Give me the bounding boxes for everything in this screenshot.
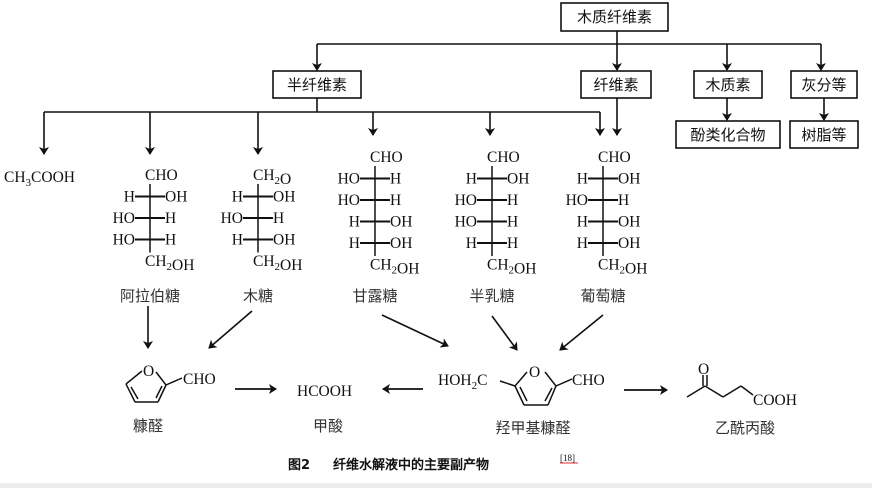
hmf-ring-o: O	[529, 364, 540, 381]
sugar-right-substituent: OH	[165, 189, 187, 206]
sugar-name: 甘露糖	[352, 287, 397, 305]
sugar-right-substituent: H	[507, 235, 518, 252]
node-resins: 树脂等	[789, 120, 859, 149]
level2-connectors	[722, 98, 829, 121]
sugar-bottom-group: CH2OH	[487, 257, 536, 278]
sugar-name: 半乳糖	[469, 287, 514, 305]
sugar-top-group: CHO	[145, 167, 178, 184]
sugar-left-substituent: H	[124, 189, 135, 206]
sugar-left-substituent: H	[577, 214, 588, 231]
sugar-left-substituent: H	[349, 214, 360, 231]
sugar-top-group: CHO	[487, 149, 520, 166]
sugar-bottom-group: CH2OH	[598, 257, 647, 278]
caption-prefix: 图2	[288, 458, 310, 473]
hmf-left-group: HOH2C	[438, 372, 487, 392]
sugar-right-substituent: H	[273, 210, 284, 227]
furfural-ring-o: O	[143, 363, 154, 380]
sugar-left-substituent: HO	[113, 210, 135, 227]
sugar-left-substituent: HO	[566, 192, 588, 209]
sugar-right-substituent: OH	[507, 171, 529, 188]
hmf-label: 羟甲基糠醛	[495, 419, 570, 437]
caption-text: 纤维水解液中的主要副产物	[333, 457, 489, 473]
node-hemicellulose: 半纤维素	[272, 70, 362, 99]
sugar-bottom-group: CH2OH	[145, 253, 194, 274]
sugar-left-substituent: HO	[455, 192, 477, 209]
phenolics-label: 酚类化合物	[690, 126, 765, 144]
sugar-right-substituent: H	[390, 192, 401, 209]
sugar-right-substituent: H	[165, 210, 176, 227]
sugar-right-substituent: H	[507, 192, 518, 209]
hemicellulose-label: 半纤维素	[287, 76, 347, 94]
node-cellulose: 纤维素	[580, 70, 652, 99]
sugar-top-group: CH2O	[253, 167, 291, 188]
sugar-name: 阿拉伯糖	[120, 287, 180, 305]
page-bottom-border	[0, 483, 872, 488]
sugar-right-substituent: H	[390, 171, 401, 188]
sugar-right-substituent: OH	[618, 171, 640, 188]
acetic-acid: CH3COOH	[4, 169, 75, 189]
sugar-bottom-group: CH2OH	[370, 257, 419, 278]
sugar-right-substituent: OH	[273, 232, 295, 249]
sugar-left-substituent: HO	[338, 192, 360, 209]
node-lignin: 木质素	[693, 70, 763, 99]
furfural-cho: CHO	[183, 371, 216, 388]
sugar-to-product-arrows	[143, 306, 604, 351]
levulinic-cooh: COOH	[753, 392, 797, 409]
acetic-acid-formula: CH3COOH	[4, 169, 75, 189]
sugar-left-substituent: H	[577, 171, 588, 188]
hmf-structure	[499, 371, 573, 406]
sugar-left-substituent: HO	[113, 232, 135, 249]
sugar-bottom-group: CH2OH	[253, 253, 302, 274]
sugar-right-substituent: OH	[390, 214, 412, 231]
root-connectors	[312, 31, 826, 71]
sugar-right-substituent: H	[165, 232, 176, 249]
resins-label: 树脂等	[801, 126, 846, 144]
levulinic-label: 乙酰丙酸	[715, 419, 775, 437]
hmf-cho: CHO	[572, 372, 605, 389]
sugar-left-substituent: H	[577, 235, 588, 252]
ash-label: 灰分等	[801, 76, 846, 94]
sugar-right-substituent: H	[507, 214, 518, 231]
root-label: 木质纤维素	[577, 8, 652, 26]
levulinic-structure	[686, 375, 754, 398]
sugar-right-substituent: OH	[390, 235, 412, 252]
furfural-label: 糠醛	[133, 417, 163, 435]
sugar-top-group: CHO	[598, 149, 631, 166]
lignin-label: 木质素	[705, 76, 750, 94]
sugar-left-substituent: HO	[455, 214, 477, 231]
sugar-right-substituent: OH	[273, 189, 295, 206]
furfural-structure	[125, 370, 183, 403]
levulinic-ketone-o: O	[698, 361, 709, 378]
sugar-left-substituent: HO	[221, 210, 243, 227]
sugar-top-group: CHO	[370, 149, 403, 166]
root-node: 木质纤维素	[560, 2, 669, 32]
node-ash: 灰分等	[790, 70, 858, 99]
sugar-left-substituent: H	[232, 232, 243, 249]
sugar-left-substituent: H	[232, 189, 243, 206]
hemicellulose-connectors	[39, 98, 622, 155]
formic-acid-label: 甲酸	[313, 417, 343, 435]
formic-acid-formula: HCOOH	[297, 383, 352, 400]
sugar-right-substituent: OH	[618, 235, 640, 252]
sugar-name: 木糖	[243, 287, 273, 305]
sugar-left-substituent: H	[466, 235, 477, 252]
sugar-right-substituent: OH	[618, 214, 640, 231]
sugar-left-substituent: H	[349, 235, 360, 252]
sugar-left-substituent: HO	[338, 171, 360, 188]
cellulose-label: 纤维素	[593, 76, 638, 94]
node-phenolics: 酚类化合物	[675, 120, 781, 149]
sugar-right-substituent: H	[618, 192, 629, 209]
sugar-left-substituent: H	[466, 171, 477, 188]
figure-caption: 图2 纤维水解液中的主要副产物 [18]	[288, 453, 578, 473]
sugar-name: 葡萄糖	[580, 287, 625, 305]
citation-link[interactable]: [18]	[560, 453, 575, 463]
